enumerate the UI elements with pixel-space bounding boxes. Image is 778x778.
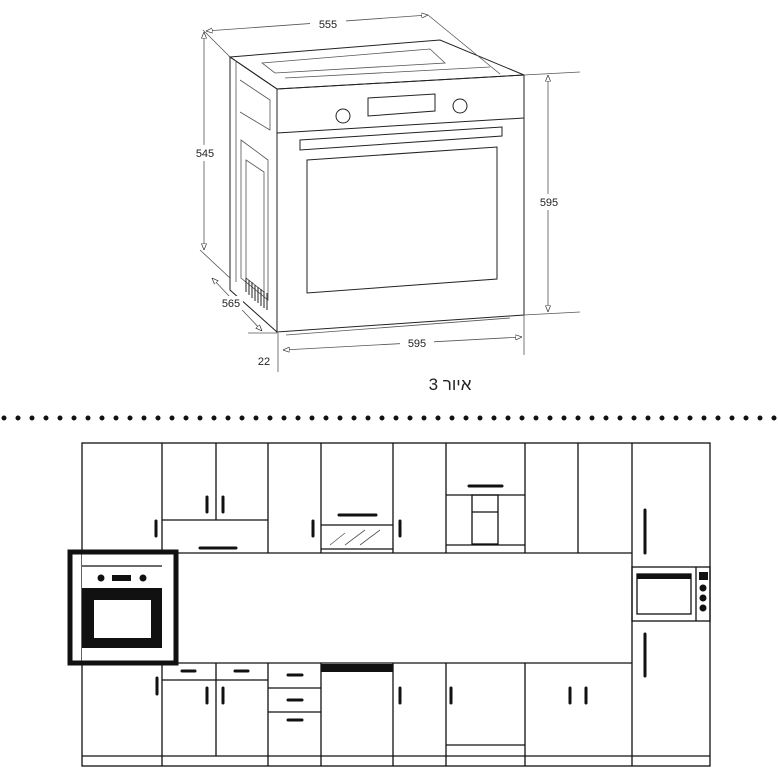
display-window [367,93,436,117]
dim-front-height: 595 [540,197,558,209]
figure-caption: איור 3 [429,375,472,394]
top-vent [260,48,446,74]
microwave [631,566,711,678]
left-knob [335,108,351,124]
oven-top-surface [228,39,525,90]
upper-cabinets [82,443,647,766]
dimension-lines [195,15,581,372]
dim-depth: 565 [222,298,240,310]
right-knob [452,98,468,114]
kitchen-elevation [67,442,711,767]
dim-front-width: 595 [408,338,426,350]
oven-drawing [228,39,525,336]
lower-cabinets [82,663,710,766]
dim-front-thickness: 22 [258,356,270,368]
oven-side-panel [229,56,278,334]
dishwasher-panel [321,664,393,672]
side-recess [240,139,269,301]
hood [471,494,499,545]
door-handle [299,126,503,151]
control-panel-divider [276,117,525,134]
dim-top-width: 555 [319,19,337,31]
dim-side-height: 545 [196,148,214,160]
oven-door-window [306,146,498,294]
highlighted-oven [67,549,179,666]
oven-highlight-frame [67,549,179,666]
